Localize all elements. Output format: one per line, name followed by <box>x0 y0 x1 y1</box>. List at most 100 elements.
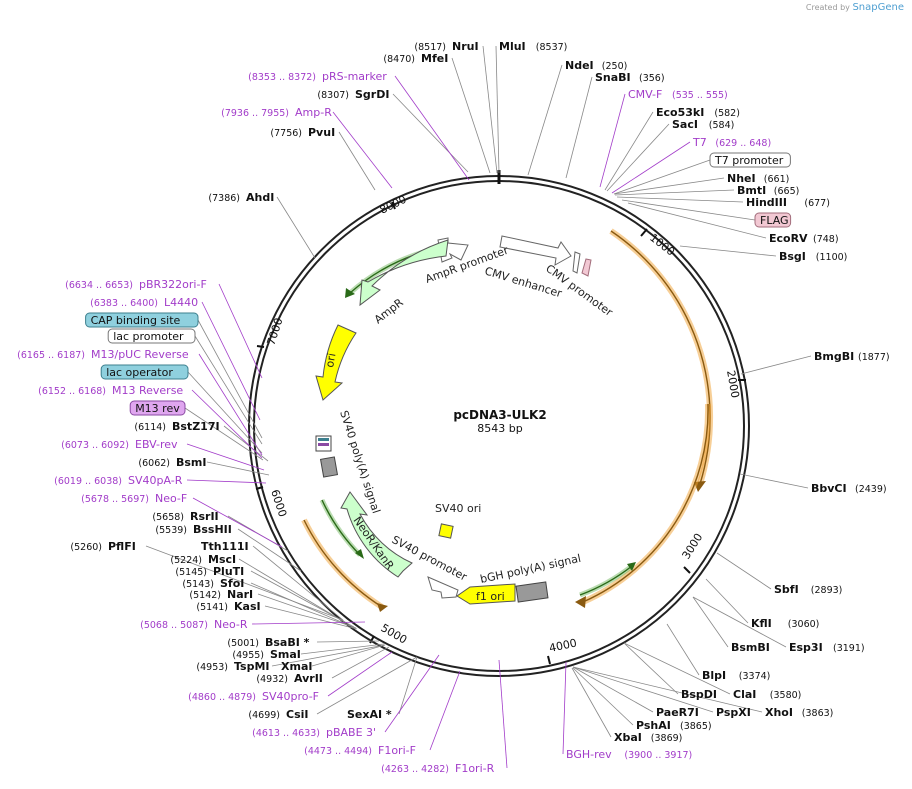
site-kasi-leader <box>264 605 358 630</box>
site-clai-name: ClaI <box>733 688 756 701</box>
site-bbvci-name: BbvCI <box>811 482 847 495</box>
primer-neo-r-pos: (5068 .. 5087) <box>140 620 208 631</box>
site-ecorv-leader <box>627 202 767 239</box>
primer-l4440-leader <box>201 301 261 421</box>
site-sfoi-name: SfoI <box>220 577 244 590</box>
ampr-arrow <box>359 239 449 307</box>
site-mlui-name: MluI <box>499 40 526 53</box>
site-nhei-leader <box>613 177 725 195</box>
orf-arc-1 <box>609 228 714 485</box>
feature-sv40-ori: SV40 ori <box>435 502 481 515</box>
site-mfei-name: MfeI <box>421 52 448 65</box>
site-saci-leader <box>606 123 670 192</box>
cmv-enhancer-arrow <box>499 235 572 266</box>
sv40-promoter-arrow <box>427 576 459 599</box>
primer-neo-r-name: Neo-R <box>214 618 248 631</box>
site-bstz17i-pos: (6114) <box>134 422 166 433</box>
site-xhoi-leader <box>572 666 763 713</box>
site-bstz17i-leader <box>223 425 269 462</box>
site-csii-leader <box>316 656 418 715</box>
branding-prefix: Created by <box>805 3 850 12</box>
label-leader-lines <box>145 45 812 769</box>
primer-pbr322ori-f-pos: (6634 .. 6653) <box>65 280 133 291</box>
feature-ori: ori <box>323 352 338 368</box>
boxed-cap-binding-site-leader <box>197 319 263 439</box>
site-bmti-name: BmtI <box>737 184 766 197</box>
site-bsabi-leader <box>316 640 380 643</box>
site-esp3i-name: Esp3I <box>789 641 823 654</box>
site-bsmi-name: BsmI <box>176 456 207 469</box>
site-paer7i-name: PaeR7I <box>656 706 699 719</box>
site-mfei-leader <box>451 57 491 174</box>
tick-2000: 2000 <box>724 369 742 399</box>
site-hindiii-leader <box>616 196 744 203</box>
feature-arrows <box>315 235 592 605</box>
sv40-polya-box <box>319 456 339 478</box>
site-pspxi-leader <box>572 666 714 713</box>
site-xmai-leader <box>311 644 386 667</box>
site-pshai-name: PshAI <box>636 719 671 732</box>
site-bsabi-pos: (5001) <box>227 638 259 649</box>
primer-sv40pa-r-pos: (6019 .. 6038) <box>54 476 122 487</box>
site-xbai-pos: (3869) <box>651 733 683 744</box>
site-hindiii-name: HindIII <box>746 196 787 209</box>
site-msci-leader <box>238 558 347 624</box>
orf-arc-3-line <box>303 519 383 608</box>
site-bsshii-name: BssHII <box>193 523 232 536</box>
site-sexai-name: SexAI * <box>347 708 392 721</box>
feature-sv40-polya: SV40 poly(A) signal <box>337 409 383 515</box>
site-sbfi-pos: (2893) <box>811 585 843 596</box>
primer-amp-r-leader <box>332 111 393 189</box>
site-paer7i-leader <box>572 666 654 713</box>
site-sexai-leader <box>398 656 418 715</box>
site-clai-pos: (3580) <box>770 690 802 701</box>
site-pspxi-name: PspXI <box>716 706 751 719</box>
site-bstz17i-name: BstZ17I <box>172 420 220 433</box>
primer-m13-reverse-pos: (6152 .. 6168) <box>38 386 106 397</box>
tick-7000: 7000 <box>264 316 285 347</box>
site-pvui-leader <box>338 131 376 191</box>
snapgene-logo: SnapGene <box>852 2 904 13</box>
primer-amp-r-name: Amp-R <box>295 106 332 119</box>
site-nari-name: NarI <box>227 588 253 601</box>
orf-arc-3-arrowhead <box>377 603 388 612</box>
site-pflfi-leader <box>145 545 344 621</box>
site-bsabi-name: BsaBI * <box>265 636 310 649</box>
primer-pbr322ori-f-leader <box>218 283 263 379</box>
primer-t7-pos: (629 .. 648) <box>715 138 771 149</box>
primer-f1ori-r-pos: (4263 .. 4282) <box>381 764 449 775</box>
site-bsgi-leader <box>679 245 777 257</box>
primer-m13-reverse-leader <box>191 389 263 459</box>
f1-ori-arrow <box>456 583 516 605</box>
site-ndei-pos: (250) <box>602 61 628 72</box>
site-bmti-leader <box>614 189 735 196</box>
site-sfoi-leader <box>250 582 356 629</box>
site-bsmi-leader <box>206 461 270 476</box>
site-bsgi-name: BsgI <box>779 250 806 263</box>
site-xbai-leader <box>571 667 612 738</box>
boxed-lac-operator-label: lac operator <box>106 366 173 379</box>
site-bsshii-pos: (5539) <box>155 525 187 536</box>
primer-cmv-f-leader <box>599 93 626 188</box>
site-sgrdi-leader <box>392 93 469 173</box>
site-bsmbi-name: BsmBI <box>731 641 770 654</box>
feature-f1-ori: f1 ori <box>476 590 505 603</box>
primer-prs-marker-name: pRS-marker <box>322 70 387 83</box>
site-esp3i-pos: (3191) <box>833 643 865 654</box>
site-ndei-leader <box>527 64 563 176</box>
site-kfli-name: KflI <box>751 617 772 630</box>
primer-sv40pro-f-name: SV40pro-F <box>262 690 319 703</box>
site-bsmi-pos: (6062) <box>138 458 170 469</box>
primer-neo-r-leader <box>251 621 366 625</box>
boxed-flag-label: FLAG <box>760 214 789 227</box>
primer-f1ori-f-pos: (4473 .. 4494) <box>304 746 372 757</box>
primer-cmv-f-pos: (535 .. 555) <box>672 90 728 101</box>
primer-m13-puc-reverse-leader <box>198 353 263 456</box>
site-nrui-name: NruI <box>452 40 479 53</box>
primer-f1ori-f-leader <box>429 670 461 751</box>
cmv-promoter-arrow <box>572 251 581 274</box>
primer-t7-leader <box>611 141 691 194</box>
site-pflfi-name: PflFI <box>108 540 136 553</box>
site-kfli-pos: (3060) <box>788 619 820 630</box>
site-mfei-pos: (8470) <box>383 54 415 65</box>
